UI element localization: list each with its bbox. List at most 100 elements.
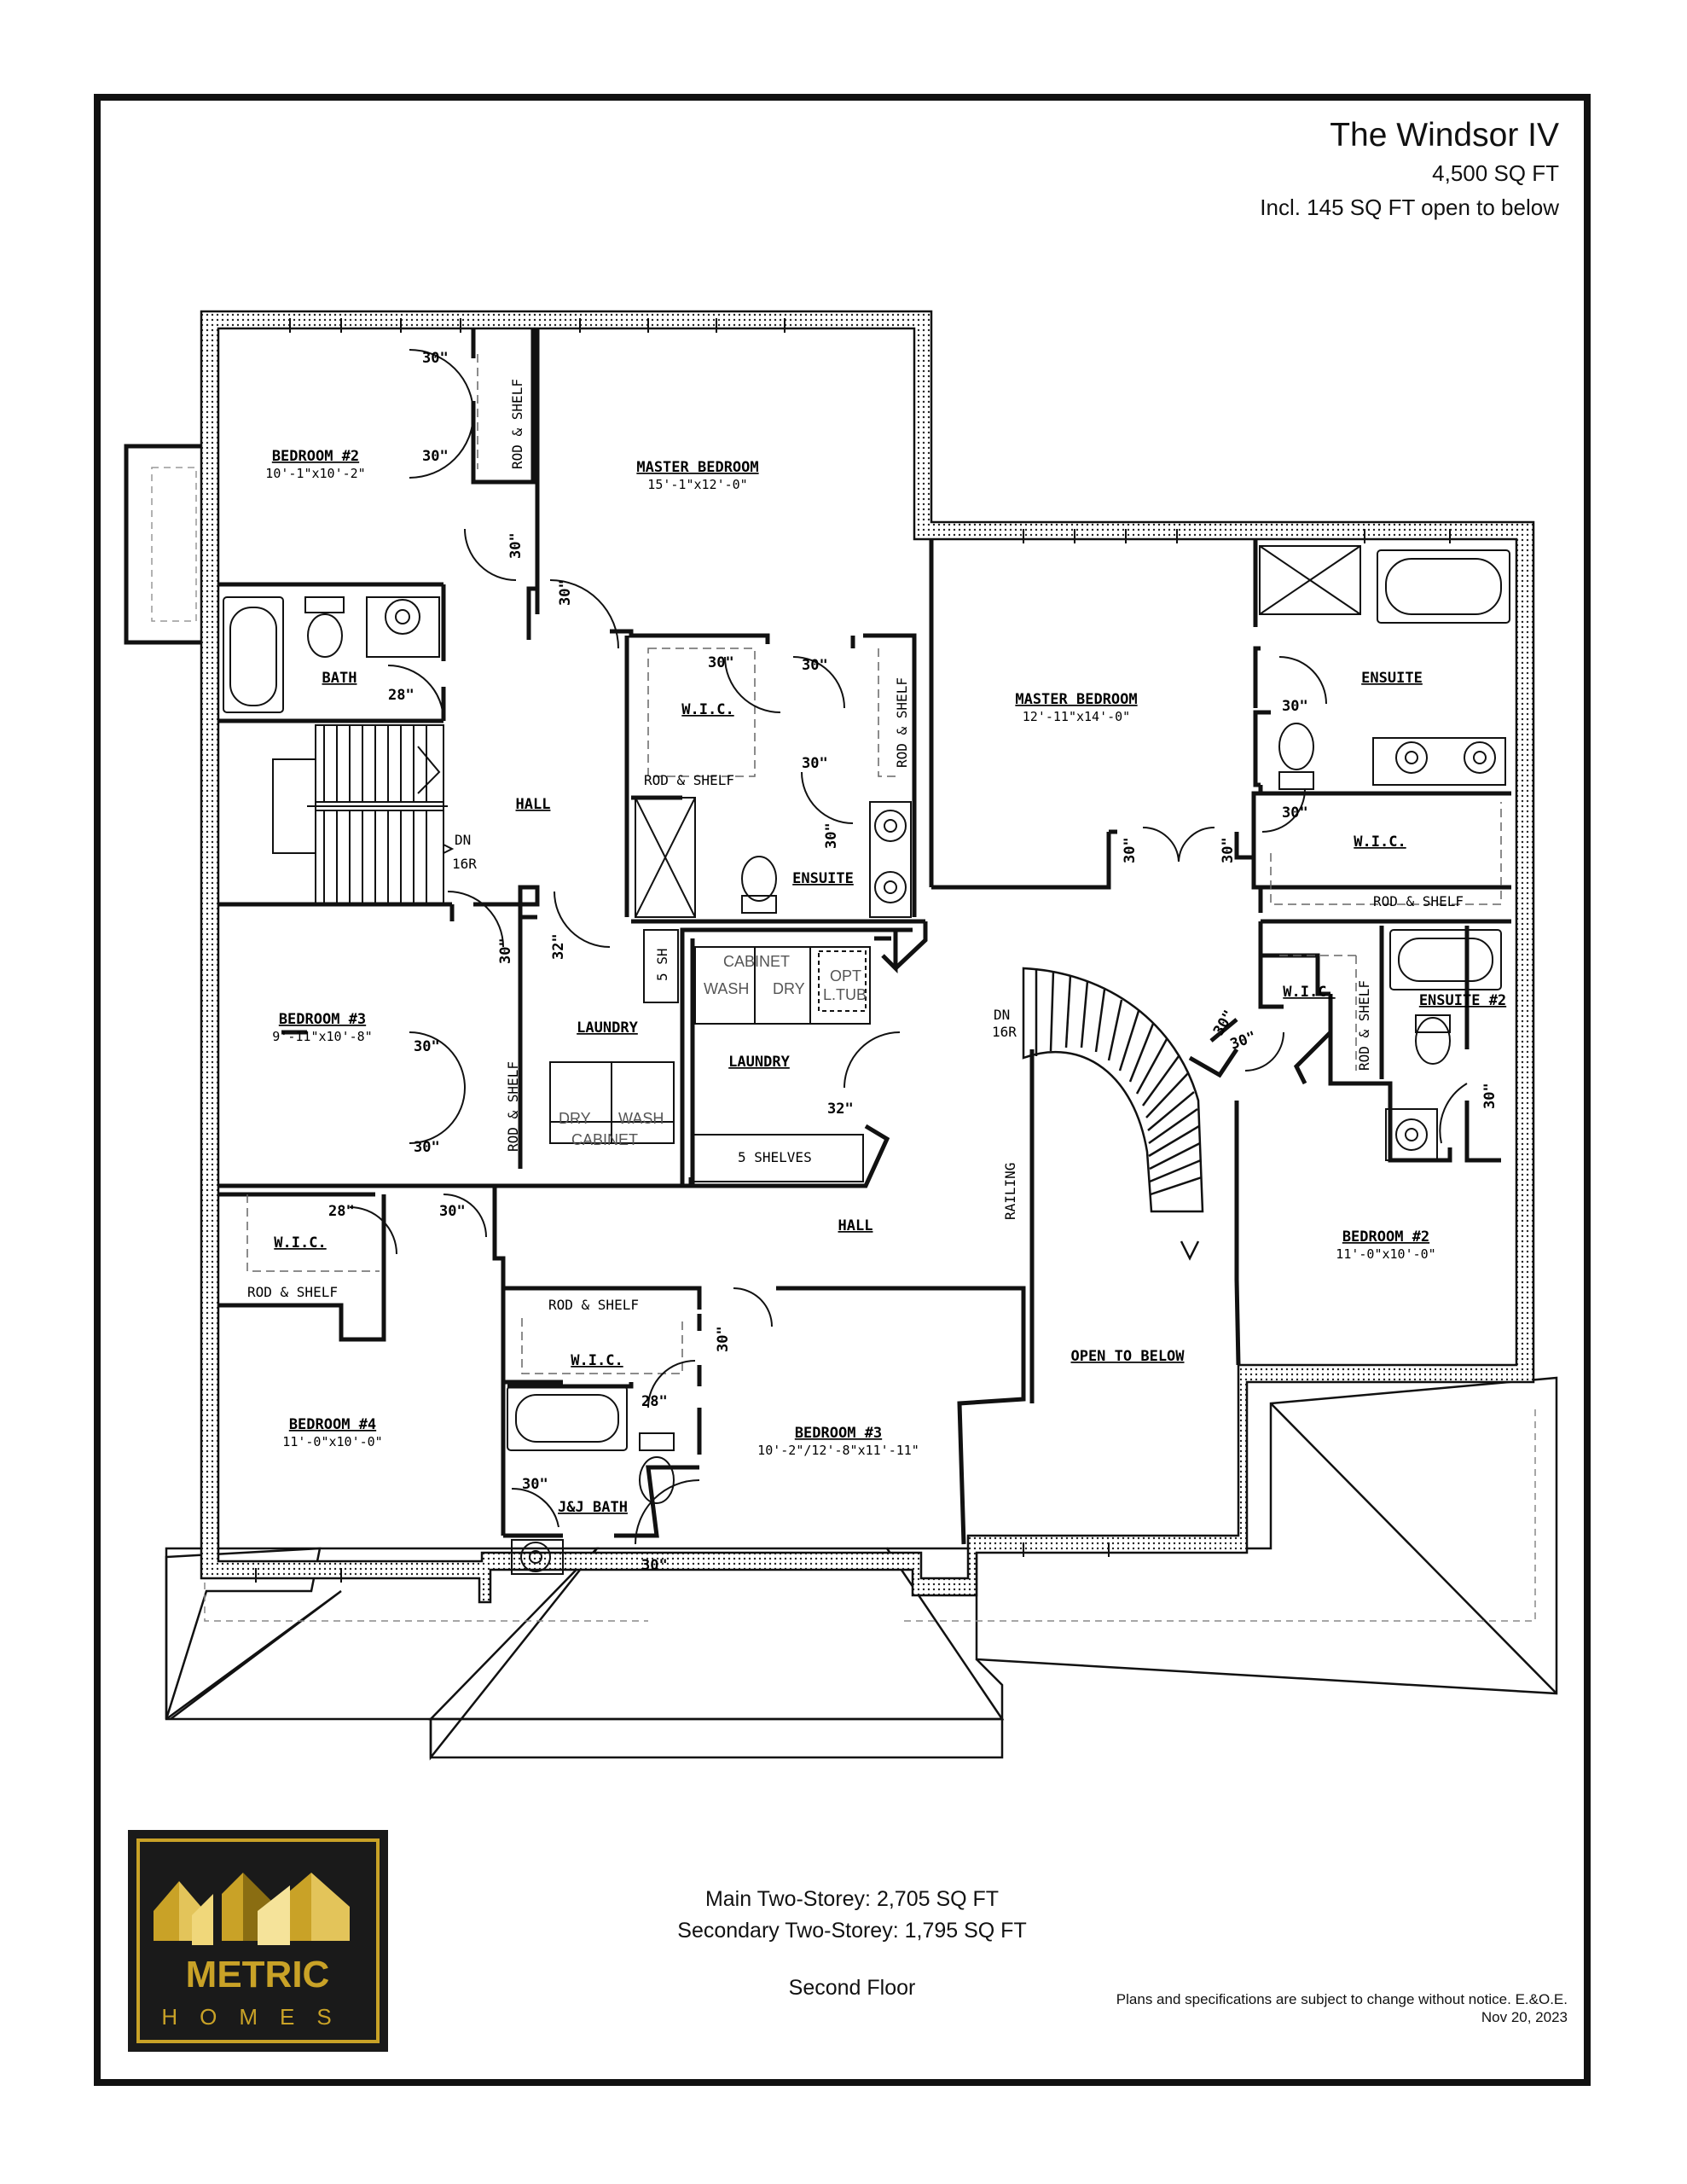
open-to-below-note: Incl. 145 SQ FT open to below (1260, 195, 1559, 220)
door-size: 28" (328, 1203, 355, 1220)
title-block: The Windsor IV 4,500 SQ FT Incl. 145 SQ … (1260, 115, 1559, 224)
door-size: 30" (708, 654, 734, 671)
door-size: 30" (1228, 1028, 1259, 1053)
room-size-bedroom4: 11'-0"x10'-0" (282, 1434, 382, 1449)
ltub-label: L.TUB (823, 986, 867, 1003)
door-size: 30" (522, 1476, 548, 1493)
logo-word-metric: METRIC (186, 1954, 330, 1995)
room-name-bath-left: BATH (322, 670, 357, 687)
dry-label-left: DRY (559, 1110, 591, 1127)
disclaimer-text: Plans and specifications are subject to … (1116, 1991, 1568, 2007)
exterior-walls (200, 310, 1535, 1604)
room-size-bedroom2-right: 11'-0"x10'-0" (1336, 1246, 1435, 1262)
room-size-master-right: 12'-11"x14'-0" (1023, 709, 1130, 724)
door-size: 30" (1282, 698, 1308, 715)
floor-name: Second Floor (788, 1976, 916, 2000)
room-name-hall-lower: HALL (838, 1217, 873, 1234)
window-marks (255, 318, 1451, 1583)
room-size-bedroom3-right: 10'-2"/12'-8"x11'-11" (757, 1443, 919, 1458)
room-name-jj-bath: J&J BATH (558, 1499, 628, 1516)
room-name-master-left: MASTER BEDROOM (636, 459, 758, 476)
room-name-laundry-left: LAUNDRY (577, 1019, 638, 1037)
door-size: 30" (1122, 837, 1139, 863)
rod-shelf-note-6: ROD & SHELF (548, 1297, 639, 1313)
door-size: 30" (507, 532, 525, 559)
five-sh-note: 5 SH (654, 948, 670, 981)
cabinet-label-left: CABINET (571, 1131, 638, 1148)
bay-bumpout (124, 444, 207, 645)
room-name-ensuite2: ENSUITE #2 (1419, 992, 1506, 1009)
dn-label-left: DN (455, 832, 471, 848)
door-size: 30" (823, 822, 840, 849)
door-size: 30" (439, 1203, 466, 1220)
door-size: 30" (802, 657, 828, 674)
opt-label: OPT (830, 967, 861, 985)
room-name-wic-left: W.I.C. (681, 701, 733, 718)
model-name: The Windsor IV (1330, 117, 1559, 154)
door-size: 30" (422, 448, 449, 465)
room-name-bedroom4: BEDROOM #4 (289, 1416, 376, 1433)
logo-border (136, 1838, 380, 2043)
door-size: 30" (715, 1326, 732, 1352)
room-size-bedroom3-left: 9'-11"x10'-8" (272, 1029, 372, 1044)
interior-walls (218, 328, 1511, 1545)
door-size: 30" (1220, 837, 1237, 863)
room-name-laundry-right: LAUNDRY (728, 1054, 790, 1071)
cabinet-label-right: CABINET (723, 953, 790, 970)
main-area: Main Two-Storey: 2,705 SQ FT (704, 1887, 1000, 1911)
room-name-wic-bed4: W.I.C. (274, 1234, 326, 1252)
door-size: 30" (497, 938, 514, 964)
door-size: 30" (414, 1038, 440, 1055)
logo-word-homes: HOMES (161, 2004, 353, 2030)
door-size: 30" (802, 755, 828, 772)
dry-label-right: DRY (773, 980, 805, 997)
room-name-master-right: MASTER BEDROOM (1015, 691, 1137, 708)
logo-mark (154, 1873, 350, 1945)
room-name-bedroom2-left: BEDROOM #2 (272, 448, 359, 465)
room-name-bedroom3-right: BEDROOM #3 (795, 1425, 882, 1442)
rod-shelf-note-5: ROD & SHELF (247, 1284, 338, 1300)
five-shelves-note: 5 SHELVES (738, 1149, 812, 1165)
door-size: 30" (422, 350, 449, 367)
door-size: 32" (550, 933, 567, 960)
dn-count-left: 16R (452, 856, 477, 872)
rod-shelf-note-3: ROD & SHELF (894, 677, 910, 768)
footer: Plans and specifications are subject to … (1116, 1990, 1568, 2026)
room-size-master-left: 15'-1"x12'-0" (647, 477, 747, 492)
stairs-curved (1022, 967, 1204, 1261)
rod-shelf-note-1: ROD & SHELF (509, 379, 525, 469)
rod-shelf-note-2: ROD & SHELF (644, 772, 734, 788)
door-size: 28" (641, 1393, 668, 1410)
metric-homes-logo: METRIC HOMES (128, 1830, 388, 2052)
door-size: 32" (827, 1101, 854, 1118)
dn-count-right: 16R (992, 1024, 1017, 1040)
room-name-wic-ensuite2: W.I.C. (1283, 984, 1335, 1001)
door-swings (349, 349, 1468, 1545)
total-area: 4,500 SQ FT (1432, 160, 1559, 186)
plan-date: Nov 20, 2023 (1481, 2009, 1568, 2025)
roof-dashed-lines (204, 1408, 1536, 1622)
railing-note: RAILING (1002, 1163, 1018, 1220)
wic-shelf-outline (647, 648, 756, 777)
room-name-ensuite-left: ENSUITE (792, 870, 854, 887)
room-name-hall-left: HALL (516, 796, 551, 813)
stairs-left (272, 724, 455, 905)
roof-center-lip (429, 1717, 1004, 1759)
roof-outlines (165, 1376, 1558, 1761)
room-name-wic-jj: W.I.C. (571, 1352, 623, 1369)
rod-shelf-note-8: ROD & SHELF (1356, 980, 1372, 1071)
wash-label-right: WASH (704, 980, 749, 997)
door-size-labels: 30" 30" 30" 30" 28" 30" 30" 30" 30" 30" … (328, 350, 1499, 1574)
door-size: 30" (1282, 804, 1308, 822)
door-size: 30" (1210, 1008, 1238, 1039)
rod-shelf-note-4: ROD & SHELF (505, 1061, 521, 1152)
wash-label-left: WASH (618, 1110, 664, 1127)
roof-left (165, 1547, 600, 1761)
secondary-area: Secondary Two-Storey: 1,795 SQ FT (677, 1919, 1027, 1943)
plan-notes: ROD & SHELF ROD & SHELF ROD & SHELF ROD … (247, 379, 1464, 1313)
room-name-ensuite-right: ENSUITE (1361, 670, 1423, 687)
dn-label-right: DN (994, 1007, 1010, 1023)
area-summary: Main Two-Storey: 2,705 SQ FT Secondary T… (0, 1884, 1687, 2004)
rod-shelf-note-7: ROD & SHELF (1373, 893, 1464, 909)
